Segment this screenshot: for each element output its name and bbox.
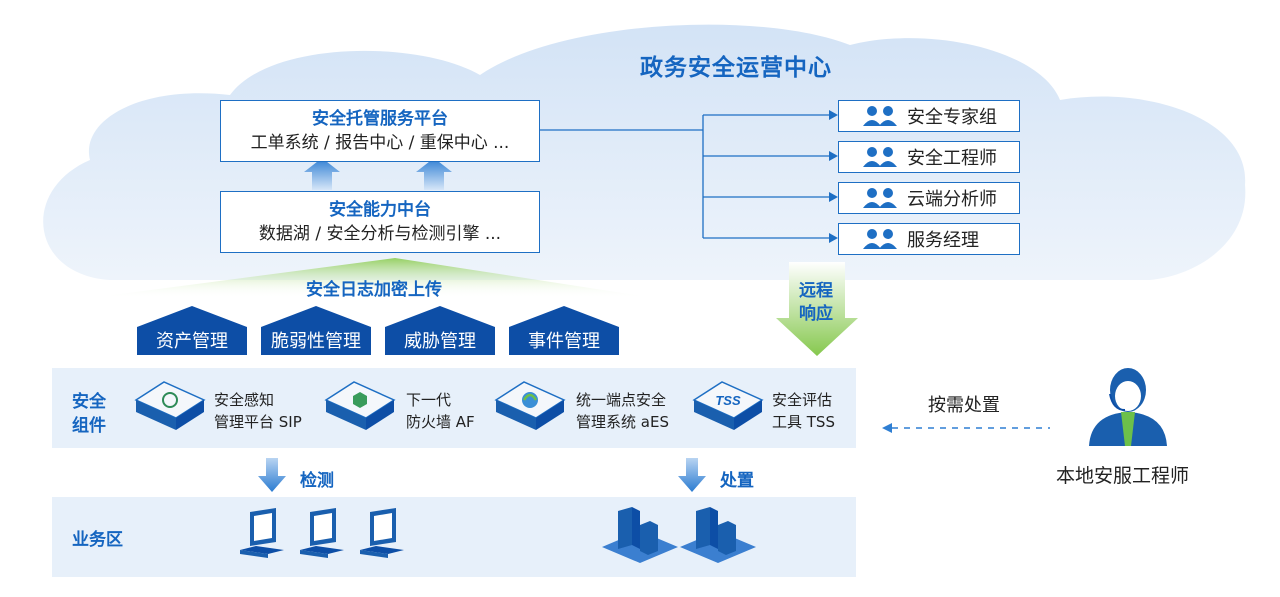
role-label: 安全工程师 — [907, 148, 997, 169]
local-engineer-label: 本地安服工程师 — [1056, 465, 1190, 487]
components-label-1: 安全 — [72, 392, 106, 412]
mgmt-vulnerability: 脆弱性管理 — [271, 331, 361, 352]
firewall-device-icon — [324, 381, 396, 430]
on-demand-label: 按需处置 — [928, 395, 1000, 416]
aes-device-icon — [494, 381, 566, 430]
computer-icon — [240, 508, 284, 558]
platform-heading: 安全托管服务平台 — [312, 109, 448, 129]
remote-label-line2: 响应 — [799, 304, 833, 324]
capability-heading: 安全能力中台 — [329, 200, 431, 220]
server-icon — [680, 507, 756, 563]
computer-icon — [300, 508, 344, 558]
business-zone-label: 业务区 — [72, 530, 123, 550]
role-service-manager: 服务经理 — [838, 223, 1020, 255]
tss-badge: TSS — [715, 393, 741, 408]
handle-label: 处置 — [720, 471, 754, 491]
managed-service-platform: 安全托管服务平台 工单系统 / 报告中心 / 重保中心 ... — [220, 100, 540, 162]
detect-label: 检测 — [300, 471, 334, 491]
role-label: 云端分析师 — [907, 189, 997, 210]
component-aes: 统一端点安全 管理系统 aES — [576, 391, 669, 431]
mgmt-asset: 资产管理 — [156, 331, 228, 352]
engineer-avatar-icon — [1089, 368, 1167, 446]
component-tss: 安全评估 工具 TSS — [772, 391, 835, 431]
role-expert-group: 安全专家组 — [838, 100, 1020, 132]
people-icon — [863, 188, 897, 208]
component-sip: 安全感知 管理平台 SIP — [214, 391, 302, 431]
sip-device-icon — [134, 381, 206, 430]
mgmt-threat: 威胁管理 — [404, 331, 476, 352]
role-label: 服务经理 — [907, 230, 979, 251]
upload-label: 安全日志加密上传 — [306, 280, 442, 300]
computer-icon — [360, 508, 404, 558]
handle-arrow-icon — [678, 458, 706, 492]
detect-arrow-icon — [258, 458, 286, 492]
people-icon — [863, 106, 897, 126]
role-cloud-analyst: 云端分析师 — [838, 182, 1020, 214]
people-icon — [863, 147, 897, 167]
component-af: 下一代 防火墙 AF — [406, 391, 475, 431]
platform-subtitle: 工单系统 / 报告中心 / 重保中心 ... — [250, 133, 510, 153]
remote-label-line1: 远程 — [799, 281, 833, 301]
mgmt-incident: 事件管理 — [528, 331, 600, 352]
tss-device-icon: TSS — [692, 381, 764, 430]
components-label-2: 组件 — [72, 416, 106, 436]
server-icon — [602, 507, 678, 563]
page-title: 政务安全运营中心 — [640, 55, 832, 81]
capability-platform: 安全能力中台 数据湖 / 安全分析与检测引擎 ... — [220, 191, 540, 253]
capability-subtitle: 数据湖 / 安全分析与检测引擎 ... — [258, 224, 502, 244]
people-icon — [863, 229, 897, 249]
role-security-engineer: 安全工程师 — [838, 141, 1020, 173]
role-label: 安全专家组 — [907, 107, 997, 128]
